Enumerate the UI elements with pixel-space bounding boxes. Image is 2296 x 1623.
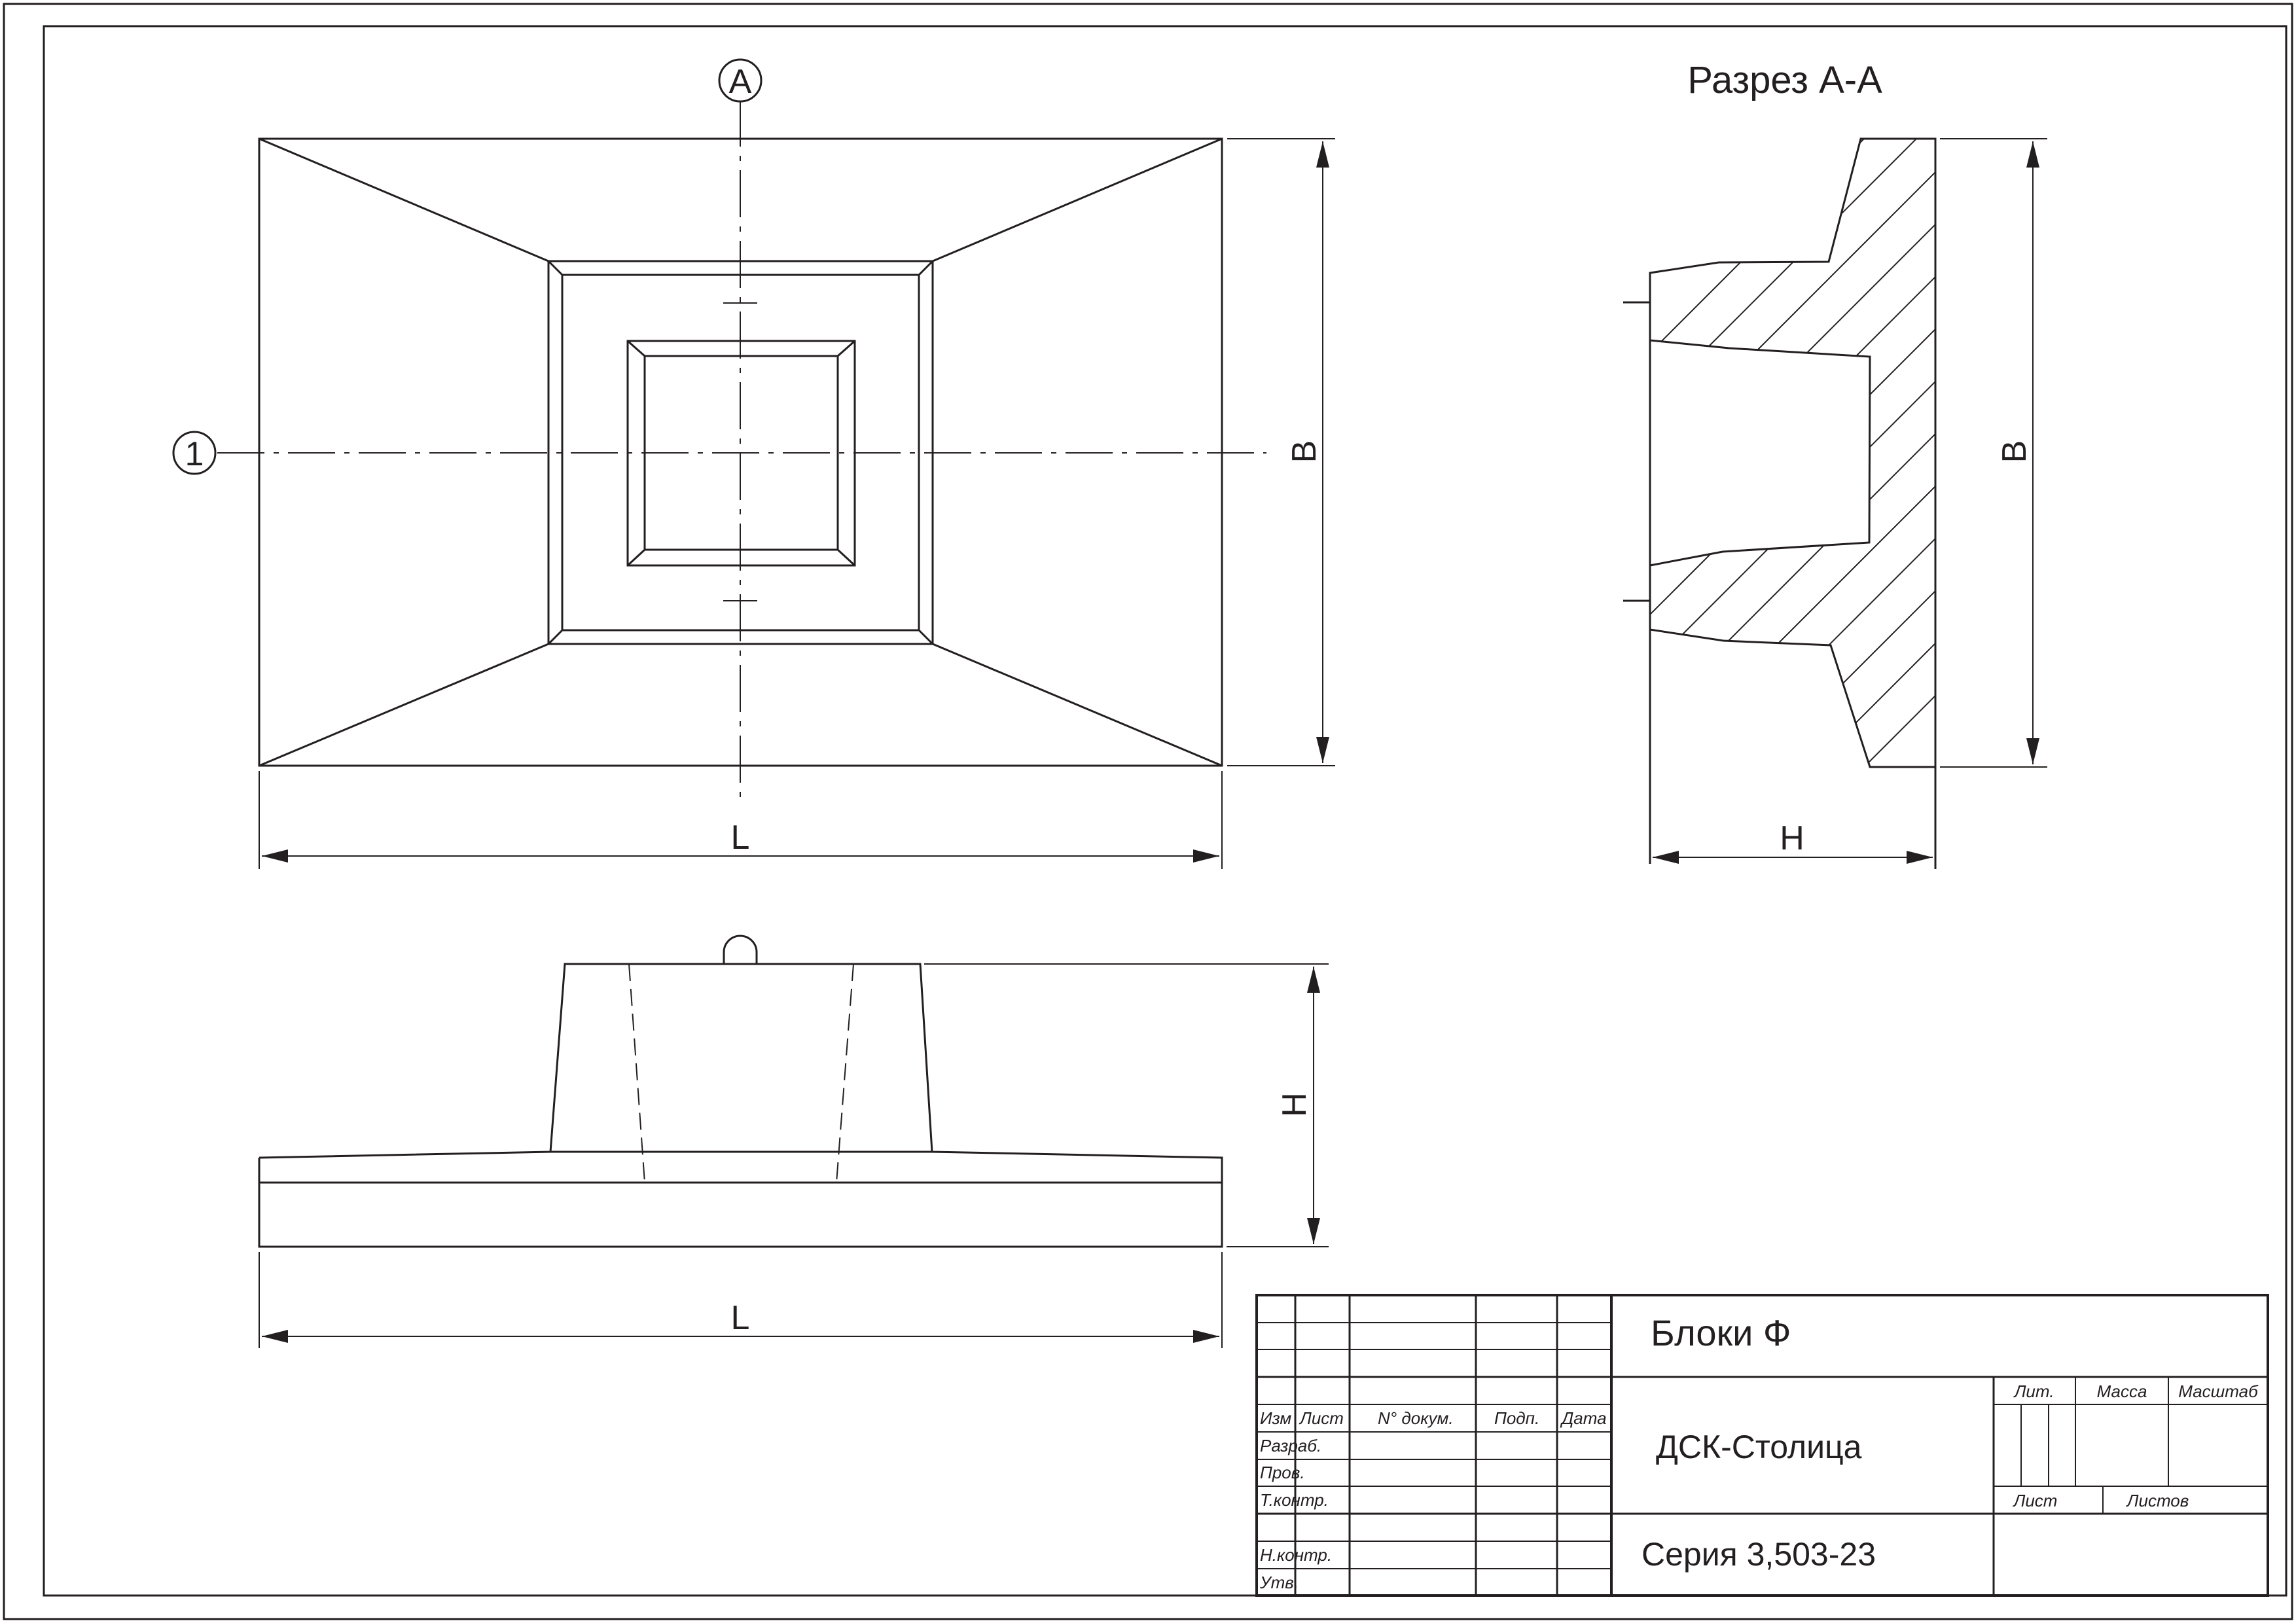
title-organization: ДСК-Столица: [1656, 1429, 1862, 1465]
plan-length-label: L: [731, 819, 750, 857]
elevation-view: [258, 935, 1223, 1248]
svg-text:Лит.: Лит.: [2013, 1382, 2054, 1401]
svg-text:Листов: Листов: [2126, 1491, 2189, 1510]
svg-text:N° докум.: N° докум.: [1378, 1408, 1454, 1428]
svg-text:1: 1: [185, 435, 204, 473]
section-height-label: H: [1780, 819, 1804, 857]
svg-text:Подп.: Подп.: [1494, 1408, 1539, 1428]
svg-text:А: А: [729, 63, 752, 101]
plan-width-label: B: [1285, 440, 1323, 463]
svg-text:Т.контр.: Т.контр.: [1260, 1490, 1329, 1510]
title-name: Блоки Ф: [1651, 1312, 1791, 1353]
svg-text:Разраб.: Разраб.: [1260, 1436, 1321, 1455]
svg-text:Изм: Изм: [1260, 1408, 1291, 1428]
sheet-frame: [3, 3, 2293, 1620]
axis-mark-a: А: [718, 58, 762, 103]
svg-text:Масса: Масса: [2097, 1382, 2147, 1401]
svg-text:Утв.: Утв.: [1259, 1573, 1299, 1592]
title-stamp-labels: Лит. Масса Масштаб Лист Листов: [2013, 1382, 2259, 1510]
svg-text:Пров.: Пров.: [1260, 1463, 1305, 1482]
section-dimensions: [1653, 138, 2047, 864]
section-outline: [1623, 137, 1937, 869]
plan-dimensions: [259, 138, 1335, 869]
svg-text:Масштаб: Масштаб: [2178, 1382, 2259, 1401]
svg-text:Дата: Дата: [1560, 1408, 1607, 1428]
plan-center-lines: [217, 99, 1266, 804]
elevation-hidden-lines: [628, 963, 854, 1183]
elevation-length-label: L: [731, 1299, 750, 1337]
svg-text:Лист: Лист: [1299, 1408, 1344, 1428]
section-title: Разрез А-А: [1687, 59, 1882, 101]
svg-text:Н.контр.: Н.контр.: [1260, 1545, 1332, 1565]
title-row-labels: Разраб. Пров. Т.контр. Н.контр. Утв.: [1259, 1436, 1332, 1592]
section-width-label: B: [1996, 440, 2034, 463]
elevation-height-label: H: [1276, 1092, 1314, 1117]
svg-text:Лист: Лист: [2013, 1491, 2058, 1510]
title-series: Серия 3,503-23: [1641, 1536, 1876, 1573]
axis-mark-1: 1: [172, 431, 217, 475]
title-column-headers: Изм Лист N° докум. Подп. Дата: [1260, 1408, 1607, 1428]
elevation-dimensions: [259, 963, 1329, 1348]
title-block: [1255, 1294, 2269, 1597]
